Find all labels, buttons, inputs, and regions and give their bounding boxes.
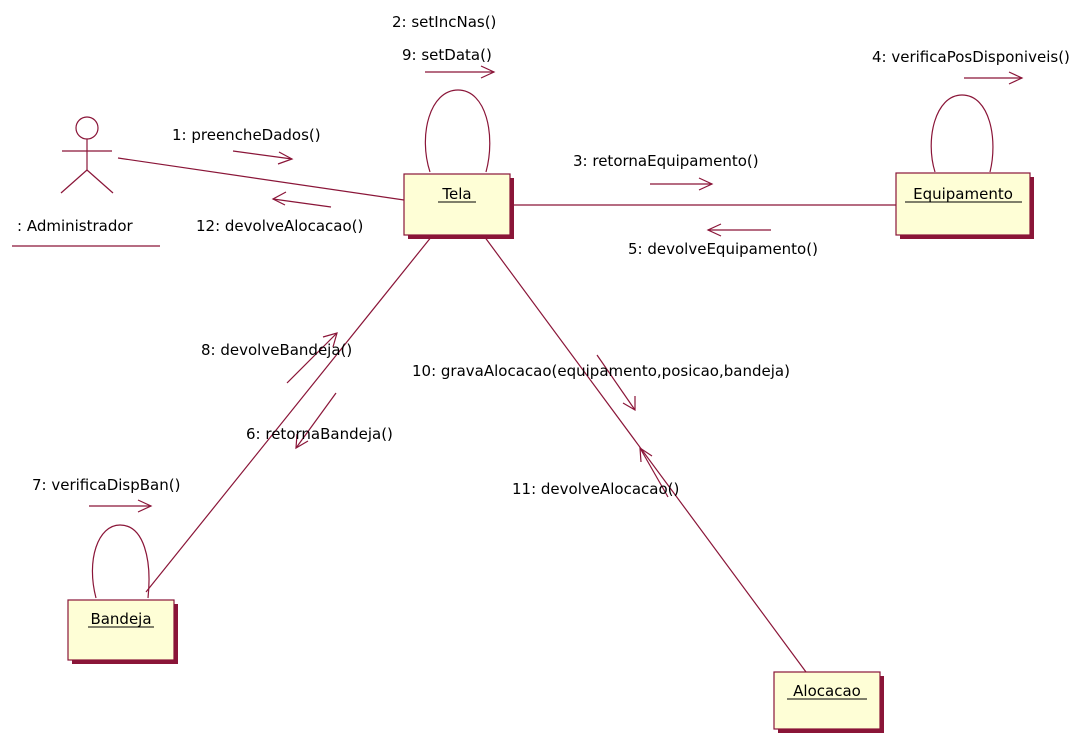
arrow-4-icon (964, 71, 1024, 85)
message-8: 8: devolveBandeja() (201, 341, 352, 359)
stick-figure-icon (60, 116, 114, 194)
arrow-10-icon (596, 354, 636, 412)
object-bandeja-label: Bandeja (90, 610, 151, 628)
message-4: 4: verificaPosDisponiveis() (872, 48, 1070, 66)
arrow-6-icon (295, 392, 337, 450)
arrow-11-icon (639, 446, 669, 498)
arrow-9-icon (425, 65, 496, 79)
self-link-tela (424, 89, 491, 173)
message-9: 9: setData() (402, 46, 492, 64)
message-10: 10: gravaAlocacao(equipamento,posicao,ba… (412, 362, 790, 380)
actor-administrador[interactable]: : Administrador (12, 116, 160, 247)
self-link-bandeja (91, 524, 150, 599)
object-equipamento-label: Equipamento (913, 185, 1013, 203)
object-bandeja[interactable]: Bandeja (67, 599, 178, 664)
link-tela-bandeja (145, 235, 433, 593)
link-actor-tela (117, 157, 405, 201)
self-link-equipamento (930, 94, 994, 173)
object-equipamento[interactable]: Equipamento (895, 172, 1034, 239)
arrow-1-icon (232, 150, 294, 165)
object-alocacao-label: Alocacao (793, 682, 861, 700)
arrow-12-icon (271, 191, 332, 208)
message-7: 7: verificaDispBan() (32, 476, 180, 494)
object-tela-label: Tela (441, 185, 471, 203)
object-tela[interactable]: Tela (403, 173, 514, 239)
actor-label: : Administrador (17, 217, 134, 235)
object-alocacao[interactable]: Alocacao (773, 671, 884, 733)
arrow-8-icon (286, 332, 338, 384)
arrow-5-icon (706, 223, 771, 237)
message-2: 2: setIncNas() (392, 13, 496, 31)
message-6: 6: retornaBandeja() (246, 425, 393, 443)
message-12: 12: devolveAlocacao() (196, 217, 363, 235)
message-5: 5: devolveEquipamento() (628, 240, 818, 258)
arrow-7-icon (89, 499, 153, 513)
link-tela-alocacao (483, 235, 807, 673)
arrow-3-icon (650, 177, 714, 191)
message-3: 3: retornaEquipamento() (573, 152, 759, 170)
message-1: 1: preencheDados() (172, 126, 321, 144)
message-11: 11: devolveAlocacao() (512, 480, 679, 498)
